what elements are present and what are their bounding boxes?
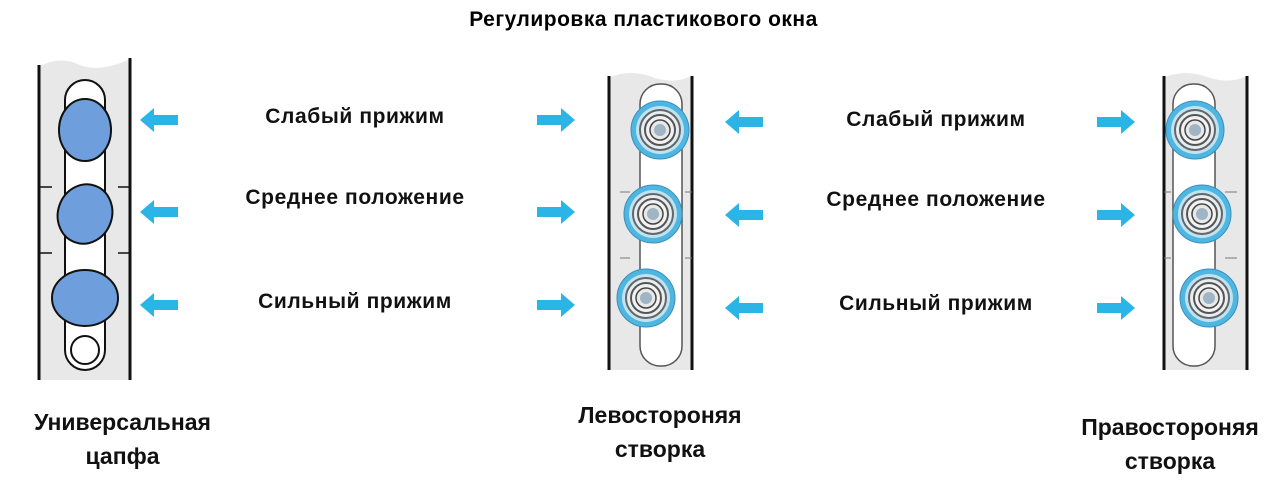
eccentric-medium xyxy=(623,184,683,244)
caption-right-sash: Правостороняя створка xyxy=(1040,410,1287,478)
caption-line2: створка xyxy=(1124,448,1216,474)
left-sash-profile xyxy=(607,73,694,370)
arrow-right-icon xyxy=(1097,203,1135,227)
arrow-right-icon xyxy=(1097,110,1135,134)
label-strong-pressure: Сильный прижим xyxy=(258,290,452,313)
arrow-right-icon xyxy=(537,200,575,224)
arrow-left-icon xyxy=(725,110,763,134)
label-weak-pressure: Слабый прижим xyxy=(265,105,445,128)
diagram-title: Регулировка пластикового окна xyxy=(469,8,818,31)
arrow-right-icon xyxy=(1097,296,1135,320)
right-sash-profile xyxy=(1162,73,1249,370)
trunnion-weak xyxy=(58,98,112,162)
eccentric-weak xyxy=(630,100,690,160)
eccentric-strong xyxy=(1179,268,1239,328)
arrow-left-icon xyxy=(140,293,178,317)
caption-universal-trunnion: Универсальная цапфа xyxy=(0,405,245,473)
arrow-left-icon xyxy=(725,296,763,320)
label-medium-position: Среднее положение xyxy=(245,186,465,209)
label-strong-pressure: Сильный прижим xyxy=(839,292,1033,315)
caption-line1: Правостороняя xyxy=(1081,414,1259,440)
eccentric-strong xyxy=(616,268,676,328)
caption-line2: цапфа xyxy=(85,443,160,469)
arrow-right-icon xyxy=(537,108,575,132)
label-medium-position: Среднее положение xyxy=(826,188,1046,211)
caption-left-sash: Левостороняя створка xyxy=(530,398,790,466)
universal-trunnion-profile xyxy=(37,58,132,380)
caption-line2: створка xyxy=(614,436,706,462)
arrow-left-icon xyxy=(140,108,178,132)
trunnion-medium xyxy=(56,183,114,245)
arrow-right-icon xyxy=(537,293,575,317)
trunnion-strong xyxy=(51,269,119,327)
label-weak-pressure: Слабый прижим xyxy=(846,108,1026,131)
arrow-left-icon xyxy=(140,200,178,224)
arrow-left-icon xyxy=(725,203,763,227)
eccentric-weak xyxy=(1165,100,1225,160)
eccentric-medium xyxy=(1172,184,1232,244)
caption-line1: Универсальная xyxy=(34,409,211,435)
caption-line1: Левостороняя xyxy=(578,402,742,428)
